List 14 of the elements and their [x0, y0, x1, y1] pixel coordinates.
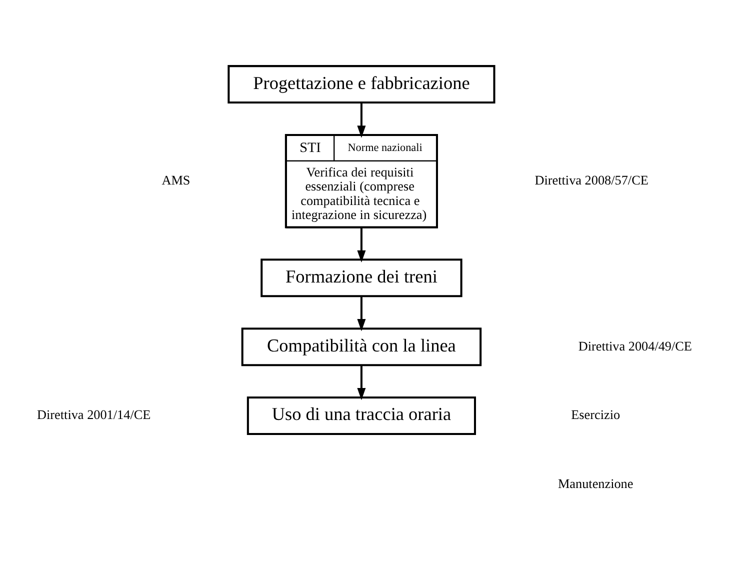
- label: AMS: [162, 172, 190, 188]
- arrow: [357, 296, 366, 332]
- arrow: [357, 365, 366, 400]
- label: Direttiva 2001/14/CE: [37, 407, 151, 422]
- label: Manutenzione: [558, 476, 634, 492]
- arrow: [357, 227, 366, 263]
- label: Direttiva 2004/49/CE: [578, 338, 692, 354]
- label: Direttiva 2008/57/CE: [534, 172, 648, 188]
- node-box: Compatibilità con la linea: [241, 328, 482, 366]
- node-box: Uso di una traccia oraria: [246, 396, 476, 436]
- label: Esercizio: [571, 407, 620, 422]
- node-box: Formazione dei treni: [260, 258, 462, 298]
- node-box: Progettazione e fabbricazione: [228, 65, 496, 104]
- arrow: [357, 102, 366, 138]
